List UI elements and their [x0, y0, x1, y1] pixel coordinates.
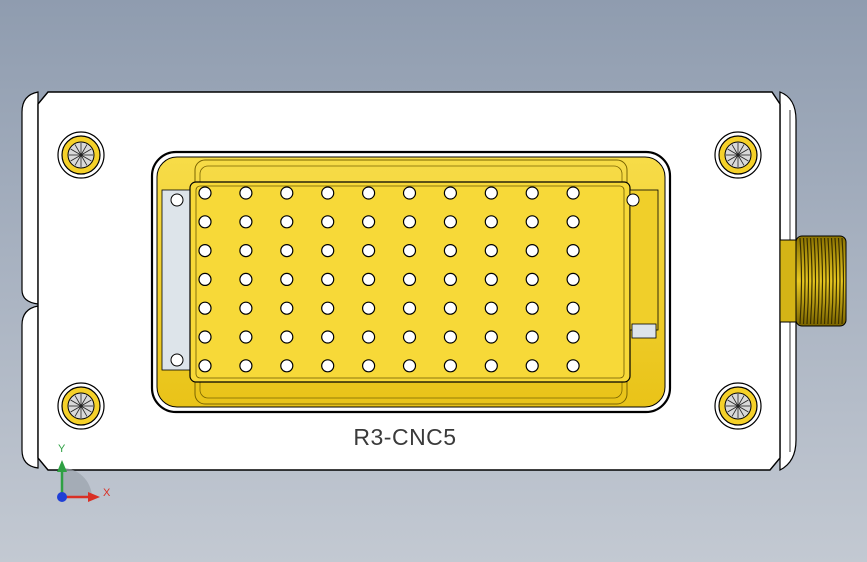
pin-hole [484, 272, 498, 286]
pin-hole [362, 215, 376, 229]
pin-hole [402, 186, 417, 200]
pin-hole [566, 186, 580, 200]
pin-hole [280, 244, 294, 258]
pin-hole [239, 272, 253, 286]
pin-hole [321, 272, 335, 286]
pin-hole [239, 330, 253, 344]
connector-insert[interactable] [150, 150, 672, 414]
mounting-screw-top-right[interactable] [714, 131, 762, 179]
pin-hole [525, 186, 539, 200]
pin-hole [525, 215, 539, 229]
pin-hole [484, 301, 498, 315]
pin-hole [362, 301, 376, 315]
pin-hole [362, 359, 376, 373]
pin-hole [484, 186, 498, 200]
pin-hole [566, 301, 580, 315]
pin-hole [566, 244, 580, 258]
pin-hole [198, 359, 212, 373]
pin-hole [362, 186, 376, 200]
pin-hole [198, 330, 212, 344]
pin-hole [321, 215, 335, 229]
pin-hole [484, 359, 498, 373]
pin-hole [198, 244, 212, 258]
pin-hole [402, 215, 417, 229]
pin-hole [321, 359, 335, 373]
pin-hole [443, 215, 457, 229]
pin-hole [362, 330, 376, 344]
mounting-screw-bottom-left[interactable] [57, 382, 105, 430]
pin-hole [566, 215, 580, 229]
left-side-flange [21, 91, 39, 469]
pin-hole [566, 272, 580, 286]
pin-hole [443, 301, 457, 315]
pin-hole [280, 186, 294, 200]
pin-hole [239, 244, 253, 258]
pin-hole [239, 215, 253, 229]
pin-hole [198, 272, 212, 286]
pin-hole [239, 359, 253, 373]
pin-hole [402, 359, 417, 373]
pin-hole [362, 272, 376, 286]
insert-mount-hole-bottom-left [170, 353, 184, 367]
pin-hole [484, 330, 498, 344]
axis-x-label: X [103, 487, 111, 499]
pin-hole [198, 186, 212, 200]
pin-hole [525, 272, 539, 286]
pin-hole [402, 330, 417, 344]
pin-hole [443, 330, 457, 344]
pin-hole [484, 244, 498, 258]
pin-hole [443, 272, 457, 286]
pin-hole [525, 301, 539, 315]
pin-hole [280, 330, 294, 344]
pin-hole [402, 244, 417, 258]
pin-hole [525, 330, 539, 344]
pin-hole [566, 359, 580, 373]
pin-hole [525, 359, 539, 373]
pin-hole [280, 301, 294, 315]
pin-hole [484, 215, 498, 229]
pin-hole [280, 215, 294, 229]
threaded-cable-gland[interactable] [779, 235, 847, 327]
pin-hole [198, 215, 212, 229]
mounting-screw-bottom-right[interactable] [714, 382, 762, 430]
pin-hole [443, 244, 457, 258]
pin-hole [321, 301, 335, 315]
pin-grid [198, 186, 580, 373]
insert-mount-hole-top-left [170, 193, 184, 207]
pin-hole [239, 186, 253, 200]
pin-hole [362, 244, 376, 258]
insert-mount-hole-top-right [626, 193, 640, 207]
pin-hole [239, 301, 253, 315]
part-label: R3-CNC5 [353, 424, 457, 450]
pin-hole [402, 272, 417, 286]
pin-hole [402, 301, 417, 315]
pin-hole [566, 330, 580, 344]
pin-hole [321, 186, 335, 200]
pin-hole [443, 359, 457, 373]
axis-y-label: Y [58, 443, 66, 455]
mounting-screw-top-left[interactable] [57, 131, 105, 179]
pin-hole [443, 186, 457, 200]
pin-hole [321, 330, 335, 344]
pin-hole [198, 301, 212, 315]
pin-hole [280, 272, 294, 286]
pin-hole [525, 244, 539, 258]
pin-hole [280, 359, 294, 373]
axis-triad-icon [57, 460, 100, 502]
pin-hole [321, 244, 335, 258]
